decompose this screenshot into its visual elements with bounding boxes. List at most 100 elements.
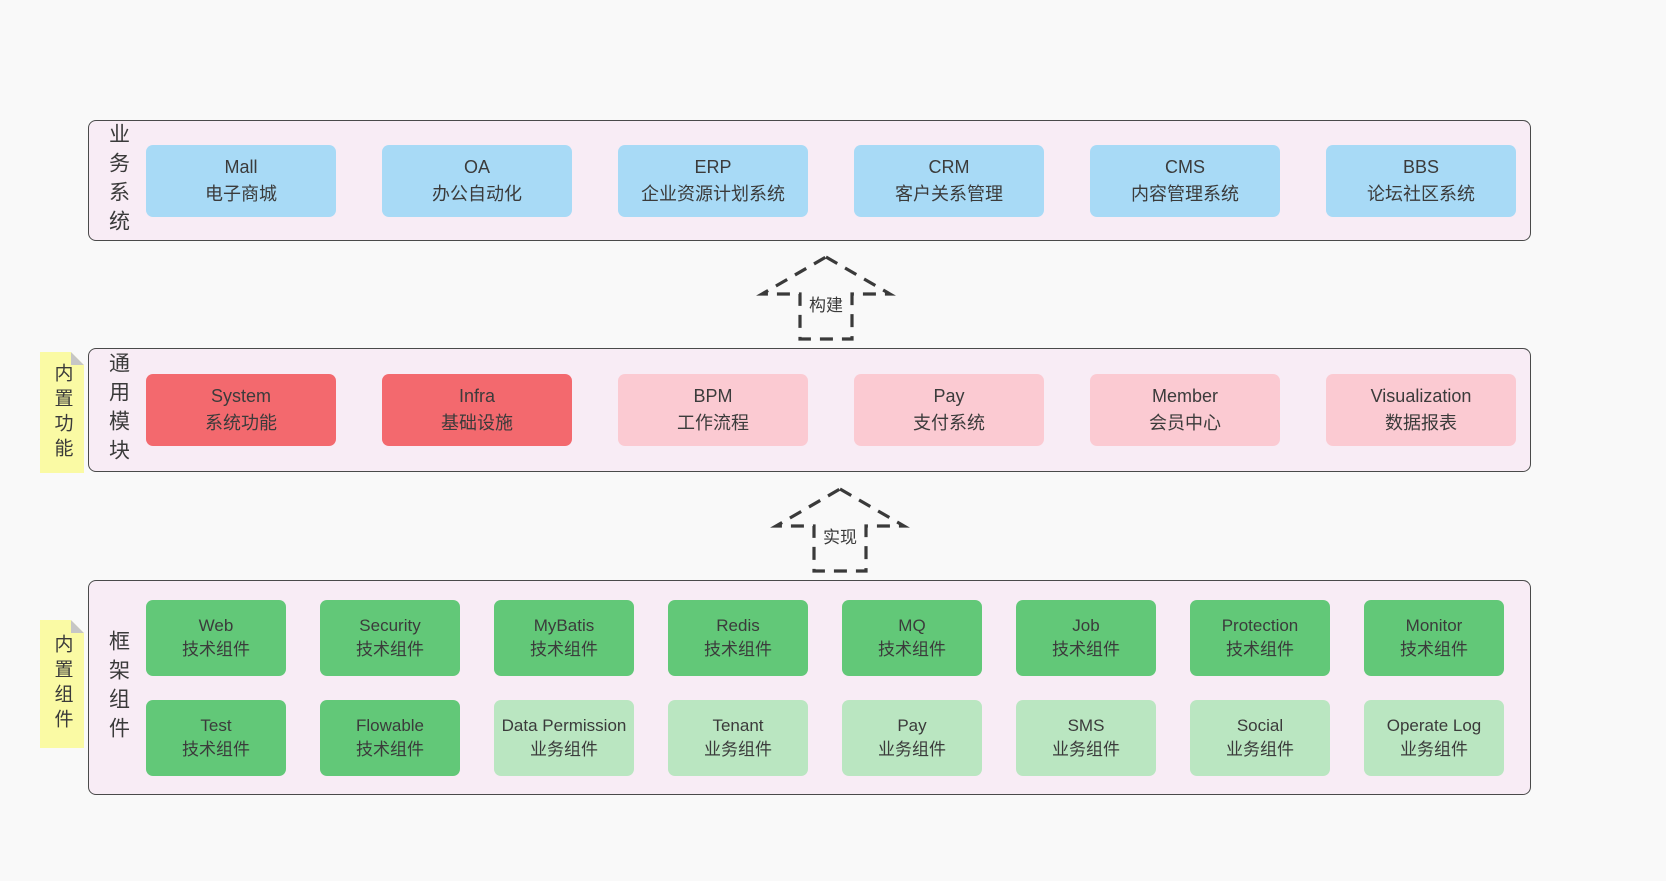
box-operate-log: Operate Log 业务组件 bbox=[1364, 699, 1504, 776]
sticky-note-text: 内置组件 bbox=[51, 634, 73, 734]
folded-corner-icon bbox=[71, 620, 84, 633]
box-title: Test bbox=[200, 716, 232, 736]
framework-components-grid: Web 技术组件 Security 技术组件 MyBatis 技术组件 Redi… bbox=[146, 581, 1530, 794]
box-sms: SMS 业务组件 bbox=[1016, 699, 1156, 776]
box-title: Mall bbox=[224, 156, 258, 177]
box-title: Tenant bbox=[712, 716, 764, 736]
panel-common-modules: 通用模块 System 系统功能 Infra 基础设施 BPM 工作流程 Pay… bbox=[88, 348, 1531, 472]
box-subtitle: 客户关系管理 bbox=[895, 183, 1003, 204]
box-subtitle: 内容管理系统 bbox=[1131, 183, 1239, 204]
box-job: Job 技术组件 bbox=[1016, 599, 1156, 676]
box-subtitle: 企业资源计划系统 bbox=[641, 183, 785, 204]
box-bbs: BBS 论坛社区系统 bbox=[1326, 144, 1516, 217]
box-title: Data Permission bbox=[501, 716, 627, 736]
build-arrow: 构建 bbox=[756, 254, 896, 342]
box-mall: Mall 电子商城 bbox=[146, 144, 336, 217]
box-title: Web bbox=[198, 616, 234, 636]
box-subtitle: 业务组件 bbox=[1400, 739, 1468, 759]
box-title: Flowable bbox=[355, 716, 425, 736]
box-subtitle: 技术组件 bbox=[878, 639, 946, 659]
box-social: Social 业务组件 bbox=[1190, 699, 1330, 776]
box-title: Visualization bbox=[1370, 386, 1472, 406]
box-subtitle: 技术组件 bbox=[182, 639, 250, 659]
implement-arrow: 实现 bbox=[770, 486, 910, 574]
sticky-note-builtin-components: 内置组件 bbox=[40, 620, 84, 748]
biz-components-row: Test 技术组件 Flowable 技术组件 Data Permission … bbox=[146, 699, 1516, 776]
box-subtitle: 会员中心 bbox=[1149, 413, 1221, 433]
box-title: Social bbox=[1236, 716, 1284, 736]
box-subtitle: 基础设施 bbox=[441, 413, 513, 433]
box-title: CMS bbox=[1165, 156, 1205, 177]
panel-business-systems: 业务系统 Mall 电子商城 OA 办公自动化 ERP 企业资源计划系统 CRM… bbox=[88, 120, 1531, 241]
box-subtitle: 系统功能 bbox=[205, 413, 277, 433]
box-subtitle: 技术组件 bbox=[1400, 639, 1468, 659]
box-crm: CRM 客户关系管理 bbox=[854, 144, 1044, 217]
box-cms: CMS 内容管理系统 bbox=[1090, 144, 1280, 217]
panel-framework-components: 框架组件 Web 技术组件 Security 技术组件 MyBatis 技术组件… bbox=[88, 580, 1531, 795]
box-subtitle: 业务组件 bbox=[704, 739, 772, 759]
box-web: Web 技术组件 bbox=[146, 599, 286, 676]
box-title: Security bbox=[359, 616, 421, 636]
box-title: Member bbox=[1151, 386, 1218, 406]
tech-components-row: Web 技术组件 Security 技术组件 MyBatis 技术组件 Redi… bbox=[146, 599, 1516, 676]
box-mybatis: MyBatis 技术组件 bbox=[494, 599, 634, 676]
folded-corner-icon bbox=[71, 352, 84, 365]
box-subtitle: 支付系统 bbox=[913, 413, 985, 433]
box-pay-biz: Pay 业务组件 bbox=[842, 699, 982, 776]
box-title: Pay bbox=[897, 716, 927, 736]
box-title: BPM bbox=[693, 386, 733, 406]
box-protection: Protection 技术组件 bbox=[1190, 599, 1330, 676]
box-subtitle: 业务组件 bbox=[530, 739, 598, 759]
box-flowable: Flowable 技术组件 bbox=[320, 699, 460, 776]
common-modules-row: System 系统功能 Infra 基础设施 BPM 工作流程 Pay 支付系统… bbox=[146, 349, 1530, 471]
box-redis: Redis 技术组件 bbox=[668, 599, 808, 676]
box-title: MyBatis bbox=[533, 616, 595, 636]
box-subtitle: 业务组件 bbox=[1226, 739, 1294, 759]
box-title: Operate Log bbox=[1386, 716, 1482, 736]
layer-label-business-systems: 业务系统 bbox=[106, 122, 130, 239]
sticky-note-builtin-features: 内置功能 bbox=[40, 352, 84, 473]
box-title: ERP bbox=[694, 156, 732, 177]
box-subtitle: 技术组件 bbox=[356, 739, 424, 759]
box-security: Security 技术组件 bbox=[320, 599, 460, 676]
box-visualization: Visualization 数据报表 bbox=[1326, 374, 1516, 446]
box-title: Job bbox=[1072, 616, 1100, 636]
business-systems-row: Mall 电子商城 OA 办公自动化 ERP 企业资源计划系统 CRM 客户关系… bbox=[146, 121, 1530, 240]
box-erp: ERP 企业资源计划系统 bbox=[618, 144, 808, 217]
box-subtitle: 工作流程 bbox=[677, 413, 749, 433]
box-title: System bbox=[210, 386, 271, 406]
box-pay: Pay 支付系统 bbox=[854, 374, 1044, 446]
box-infra: Infra 基础设施 bbox=[382, 374, 572, 446]
box-title: MQ bbox=[898, 616, 926, 636]
box-tenant: Tenant 业务组件 bbox=[668, 699, 808, 776]
build-arrow-label: 构建 bbox=[806, 291, 846, 316]
box-title: Protection bbox=[1221, 616, 1299, 636]
box-mq: MQ 技术组件 bbox=[842, 599, 982, 676]
box-subtitle: 数据报表 bbox=[1385, 413, 1457, 433]
box-member: Member 会员中心 bbox=[1090, 374, 1280, 446]
box-subtitle: 技术组件 bbox=[1226, 639, 1294, 659]
box-bpm: BPM 工作流程 bbox=[618, 374, 808, 446]
box-subtitle: 办公自动化 bbox=[432, 183, 522, 204]
box-subtitle: 技术组件 bbox=[182, 739, 250, 759]
box-subtitle: 技术组件 bbox=[1052, 639, 1120, 659]
box-monitor: Monitor 技术组件 bbox=[1364, 599, 1504, 676]
box-title: OA bbox=[463, 156, 490, 177]
box-title: Redis bbox=[716, 616, 760, 636]
box-title: Monitor bbox=[1405, 616, 1463, 636]
box-subtitle: 技术组件 bbox=[704, 639, 772, 659]
box-subtitle: 业务组件 bbox=[878, 739, 946, 759]
box-title: CRM bbox=[928, 156, 970, 177]
layer-label-common-modules: 通用模块 bbox=[106, 352, 130, 468]
box-subtitle: 技术组件 bbox=[356, 639, 424, 659]
box-title: SMS bbox=[1067, 716, 1105, 736]
box-subtitle: 论坛社区系统 bbox=[1367, 183, 1475, 204]
implement-arrow-label: 实现 bbox=[820, 523, 860, 548]
box-data-permission: Data Permission 业务组件 bbox=[494, 699, 634, 776]
layer-label-framework-components: 框架组件 bbox=[106, 629, 130, 746]
box-test: Test 技术组件 bbox=[146, 699, 286, 776]
box-subtitle: 技术组件 bbox=[530, 639, 598, 659]
box-title: Pay bbox=[933, 386, 965, 406]
box-subtitle: 电子商城 bbox=[205, 183, 277, 204]
